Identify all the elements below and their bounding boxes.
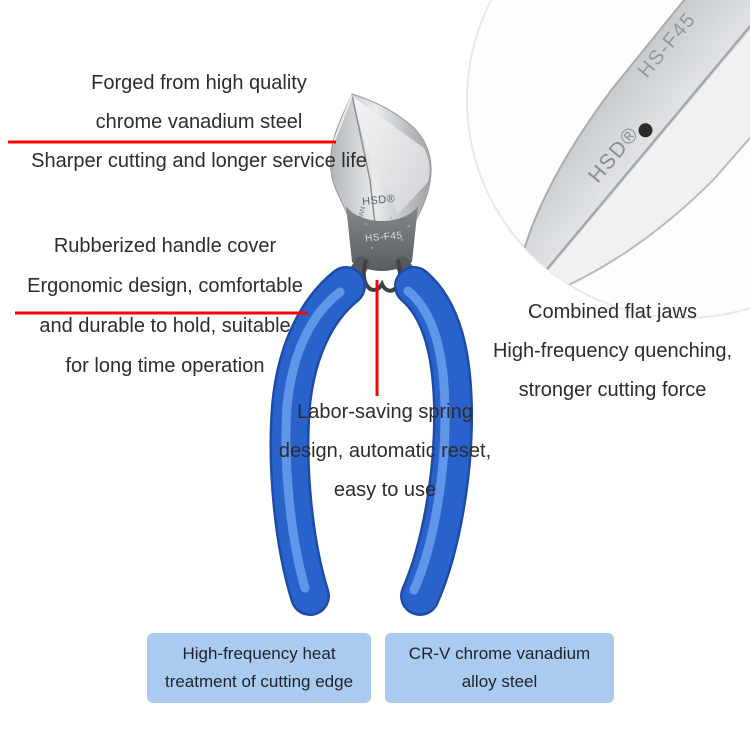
annotation-line: Labor-saving spring	[297, 401, 473, 423]
brand-marking: HSD®	[362, 193, 396, 208]
annotation-line: design, automatic reset,	[278, 440, 492, 462]
inset-blade-bevel-face	[512, 0, 750, 308]
pliers-handle-right	[396, 268, 471, 614]
handle-left-highlight	[281, 287, 345, 593]
annotation-line: Sharper cutting and longer service life	[31, 150, 367, 172]
annotation-blade-material: Forged from high quality chrome vanadium…	[10, 64, 388, 181]
annotation-line: Ergonomic design, comfortable	[27, 275, 303, 297]
annotation-line: and durable to hold, suitable	[39, 315, 291, 337]
inset-blade-seam	[520, 0, 750, 301]
joint-texture	[364, 216, 411, 250]
cutting-edge-highlight	[332, 94, 353, 145]
annotation-line: Rubberized handle cover	[53, 235, 277, 257]
feature-badge-right: CR-V chrome vanadium alloy steel	[385, 633, 614, 703]
annotation-line: Forged from high quality	[91, 72, 307, 94]
pivot-joint	[346, 206, 418, 271]
inset-pivot-dot	[638, 123, 653, 138]
inset-blade-closeup: HSD® HS-F45	[466, 0, 750, 319]
pliers-handles	[269, 266, 474, 616]
annotation-line: for long time operation	[65, 355, 265, 377]
annotation-spring: Labor-saving spring design, automatic re…	[255, 393, 515, 510]
badge-line: treatment of cutting edge	[164, 672, 354, 691]
badge-line: alloy steel	[461, 672, 538, 691]
badge-line: CR-V chrome vanadium	[408, 644, 591, 663]
annotation-line: Combined flat jaws	[528, 301, 697, 323]
badge-line: High-frequency heat	[182, 644, 336, 663]
annotation-line: chrome vanadium steel	[95, 111, 303, 133]
inset-blade-upper-face	[512, 0, 750, 308]
handle-right-highlight	[403, 286, 450, 595]
annotation-handle: Rubberized handle cover Ergonomic design…	[10, 226, 320, 386]
annotation-line: High-frequency quenching,	[492, 340, 733, 362]
callout-lines	[8, 140, 379, 396]
annotation-line: stronger cutting force	[518, 379, 707, 401]
annotation-line: easy to use	[333, 479, 437, 501]
model-marking: HS-F45	[365, 230, 403, 244]
blade-bevel	[352, 96, 430, 214]
annotation-jaws: Combined flat jaws High-frequency quench…	[470, 293, 750, 410]
feature-badge-left: High-frequency heat treatment of cutting…	[147, 633, 371, 703]
